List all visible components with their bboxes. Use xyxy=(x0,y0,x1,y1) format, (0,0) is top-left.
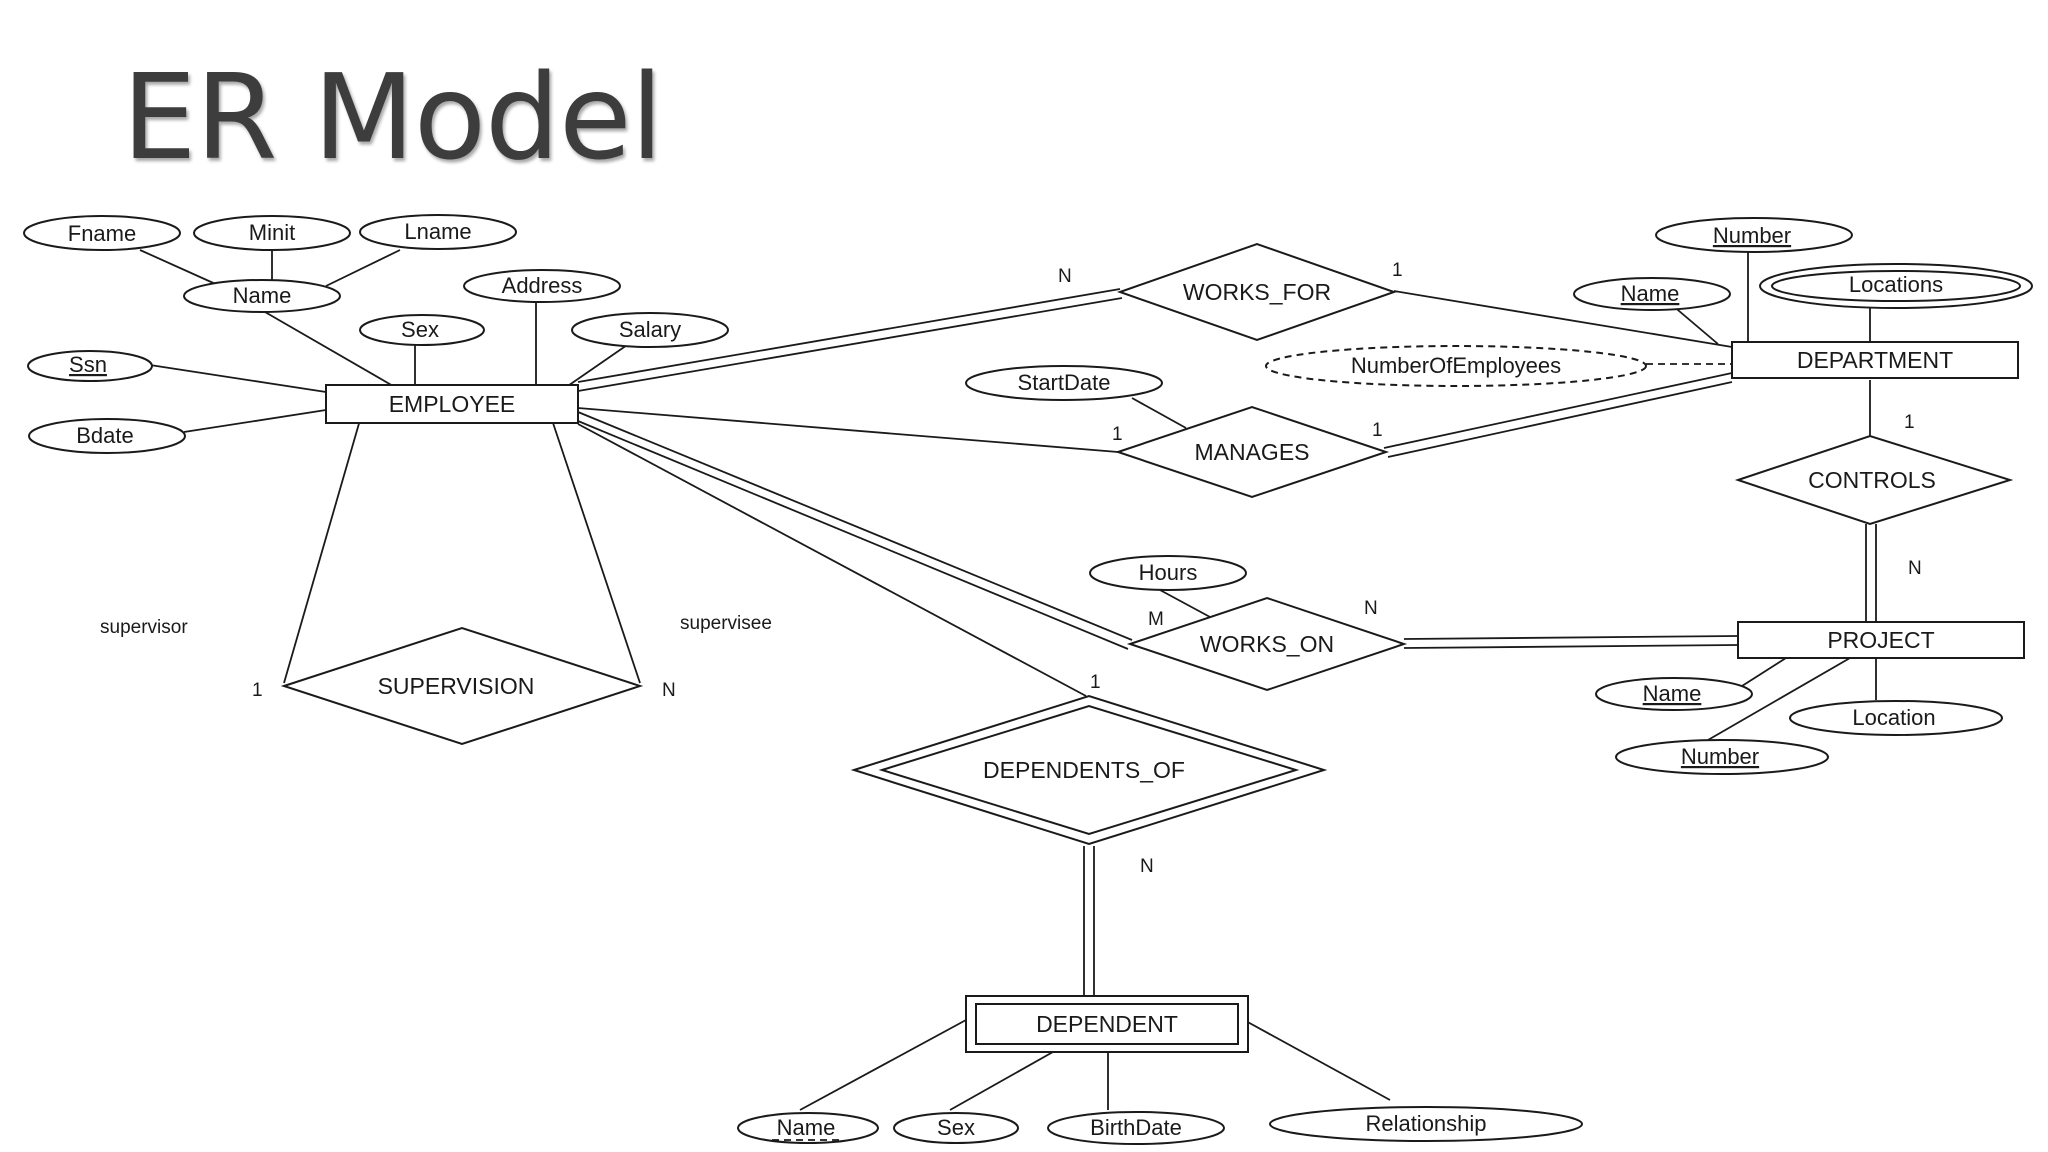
entity-department: DEPARTMENT xyxy=(1731,341,2019,379)
attribute-dept-locations: Locations xyxy=(1759,263,2033,309)
attribute-project-name-label: Name xyxy=(1643,681,1702,706)
attribute-ssn-label: Ssn xyxy=(69,352,107,377)
entity-employee: EMPLOYEE xyxy=(325,384,579,424)
relationship-supervision: SUPERVISION xyxy=(280,626,644,746)
attribute-dependent-relationship: Relationship xyxy=(1269,1106,1583,1142)
attribute-start-date-label: StartDate xyxy=(1018,370,1111,395)
attribute-dept-locations-label: Locations xyxy=(1849,272,1943,297)
attribute-dept-number-label: Number xyxy=(1713,223,1791,248)
card-supervision-supervisee: N xyxy=(662,680,676,701)
attribute-dependent-name: Name xyxy=(737,1112,879,1144)
card-supervision-supervisor: 1 xyxy=(252,680,263,701)
attribute-dependent-relationship-label: Relationship xyxy=(1365,1111,1486,1136)
cardinality-labels: N 1 1 1 1 N M N 1 N 1 N xyxy=(252,260,1922,877)
relationship-supervision-label: SUPERVISION xyxy=(378,673,535,699)
card-dependents-of-employee: 1 xyxy=(1090,672,1101,693)
entity-department-label: DEPARTMENT xyxy=(1797,347,1953,373)
entity-project-label: PROJECT xyxy=(1827,627,1934,653)
attribute-minit: Minit xyxy=(193,215,351,251)
attribute-dept-name-label: Name xyxy=(1621,281,1680,306)
attribute-minit-label: Minit xyxy=(249,220,295,245)
card-works-for-department: 1 xyxy=(1392,260,1403,281)
relationship-dependents-of-label: DEPENDENTS_OF xyxy=(983,757,1185,783)
relationship-works-on: WORKS_ON xyxy=(1126,596,1408,692)
attribute-dependent-birth-date-label: BirthDate xyxy=(1090,1115,1182,1140)
entity-dependent: DEPENDENT xyxy=(965,995,1249,1053)
attribute-number-of-employees-label: NumberOfEmployees xyxy=(1351,353,1561,378)
attribute-ssn: Ssn xyxy=(27,350,153,382)
role-supervisor-label: supervisor xyxy=(100,617,188,638)
attribute-number-of-employees: NumberOfEmployees xyxy=(1265,345,1647,387)
attribute-address: Address xyxy=(463,269,621,303)
attribute-address-label: Address xyxy=(502,273,583,298)
entity-employee-label: EMPLOYEE xyxy=(389,391,516,417)
relationship-dependents-of: DEPENDENTS_OF xyxy=(850,694,1328,846)
attribute-salary: Salary xyxy=(571,312,729,348)
attribute-lname: Lname xyxy=(359,214,517,250)
entity-dependent-label: DEPENDENT xyxy=(1036,1011,1178,1037)
card-works-on-project: N xyxy=(1364,598,1378,619)
attribute-start-date: StartDate xyxy=(965,365,1163,401)
attribute-dept-name: Name xyxy=(1573,277,1731,311)
attribute-lname-label: Lname xyxy=(404,219,471,244)
relationship-works-for: WORKS_FOR xyxy=(1116,242,1398,342)
card-controls-project: N xyxy=(1908,558,1922,579)
card-works-for-employee: N xyxy=(1058,266,1072,287)
attribute-fname-label: Fname xyxy=(68,221,136,246)
attribute-sex: Sex xyxy=(359,314,485,346)
attribute-salary-label: Salary xyxy=(619,317,681,342)
attribute-name-label: Name xyxy=(233,283,292,308)
attribute-bdate-label: Bdate xyxy=(76,423,134,448)
relationship-works-on-label: WORKS_ON xyxy=(1200,631,1334,657)
card-manages-department: 1 xyxy=(1372,420,1383,441)
connector-lines xyxy=(139,248,1877,1111)
attribute-project-name: Name xyxy=(1595,677,1753,711)
role-supervisee-label: supervisee xyxy=(680,613,772,634)
attribute-dependent-name-label: Name xyxy=(777,1115,836,1140)
card-manages-employee: 1 xyxy=(1112,424,1123,445)
attribute-hours-label: Hours xyxy=(1139,560,1198,585)
attribute-project-location: Location xyxy=(1789,700,2003,736)
attribute-project-number: Number xyxy=(1615,739,1829,775)
relationship-manages-label: MANAGES xyxy=(1194,439,1309,465)
attribute-dependent-birth-date: BirthDate xyxy=(1047,1111,1225,1145)
relationship-works-for-label: WORKS_FOR xyxy=(1183,279,1331,305)
relationship-controls: CONTROLS xyxy=(1734,434,2014,526)
attribute-dependent-sex-label: Sex xyxy=(937,1115,975,1140)
attribute-sex-label: Sex xyxy=(401,317,439,342)
attribute-dept-number: Number xyxy=(1655,217,1853,253)
card-dependents-of-dependent: N xyxy=(1140,856,1154,877)
attribute-name: Name xyxy=(183,279,341,313)
attribute-hours: Hours xyxy=(1089,555,1247,591)
slide-title: ER Model xyxy=(122,48,663,186)
entity-project: PROJECT xyxy=(1737,621,2025,659)
attribute-dependent-sex: Sex xyxy=(893,1112,1019,1144)
relationship-manages: MANAGES xyxy=(1114,405,1390,499)
attribute-project-location-label: Location xyxy=(1852,705,1935,730)
card-works-on-employee: M xyxy=(1148,609,1164,630)
attribute-fname: Fname xyxy=(23,215,181,251)
relationship-controls-label: CONTROLS xyxy=(1808,467,1936,493)
attribute-bdate: Bdate xyxy=(28,418,186,454)
attribute-project-number-label: Number xyxy=(1681,744,1759,769)
card-controls-department: 1 xyxy=(1904,412,1915,433)
